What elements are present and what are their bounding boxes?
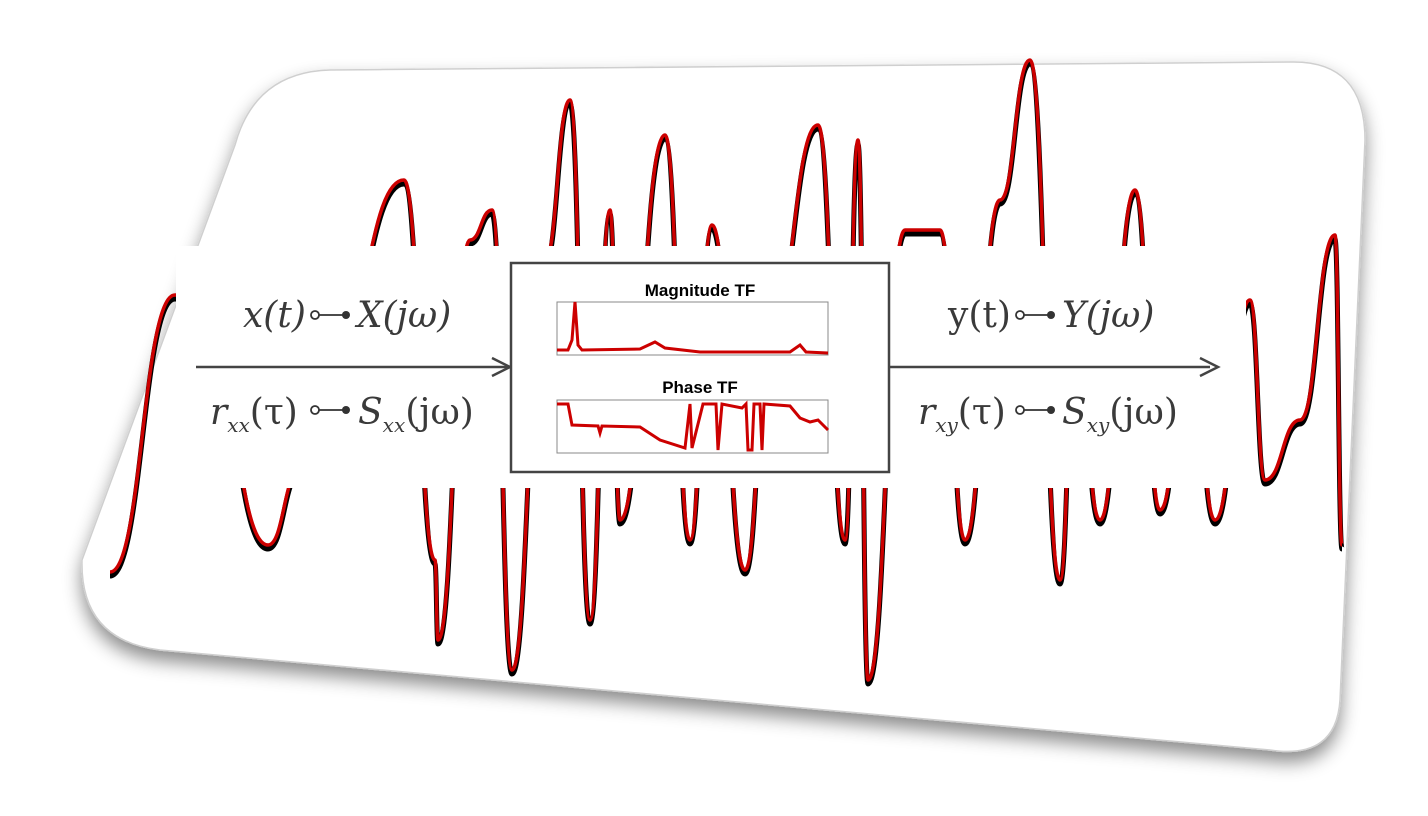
psd-subscript: xx bbox=[383, 413, 406, 437]
autocorr-subscript: xx bbox=[227, 413, 250, 437]
input-signal: x(t) bbox=[243, 295, 306, 336]
magnitude-title: Magnitude TF bbox=[645, 281, 755, 300]
fourier-pair-icon bbox=[1015, 310, 1055, 320]
csd-arg: (jω) bbox=[1109, 392, 1178, 433]
csd-symbol: S bbox=[1062, 392, 1087, 433]
output-transform: Y(jω) bbox=[1062, 295, 1154, 336]
magnitude-plot-frame bbox=[556, 301, 829, 356]
input-equations: x(t) X(jω) rxx(τ) Sxx(jω) bbox=[210, 295, 474, 437]
fourier-pair-icon bbox=[310, 405, 350, 415]
fourier-pair-icon bbox=[310, 310, 350, 320]
phase-plot-frame bbox=[556, 399, 829, 454]
autocorr-symbol: r bbox=[210, 392, 229, 433]
svg-text:rxx(τ): rxx(τ) bbox=[210, 392, 298, 437]
csd-subscript: xy bbox=[1087, 413, 1110, 437]
crosscorr-arg: (τ) bbox=[958, 392, 1006, 433]
crosscorr-subscript: xy bbox=[935, 413, 958, 437]
svg-text:Sxy(jω): Sxy(jω) bbox=[1062, 392, 1178, 437]
system-box: Magnitude TF Phase TF bbox=[509, 261, 891, 474]
autocorr-arg: (τ) bbox=[250, 392, 298, 433]
input-transform: X(jω) bbox=[354, 295, 451, 336]
phase-title: Phase TF bbox=[662, 378, 738, 397]
phase-curve bbox=[557, 400, 830, 452]
svg-text:Sxx(jω): Sxx(jω) bbox=[358, 392, 474, 437]
magnitude-curve bbox=[557, 301, 829, 355]
fourier-pair-icon bbox=[1015, 405, 1055, 415]
crosscorr-symbol: r bbox=[918, 392, 937, 433]
psd-symbol: S bbox=[358, 392, 383, 433]
svg-text:rxy(τ): rxy(τ) bbox=[918, 392, 1006, 437]
psd-arg: (jω) bbox=[405, 392, 474, 433]
output-signal: y(t) bbox=[947, 295, 1011, 336]
output-equations: y(t) Y(jω) rxy(τ) Sxy(jω) bbox=[918, 295, 1178, 437]
